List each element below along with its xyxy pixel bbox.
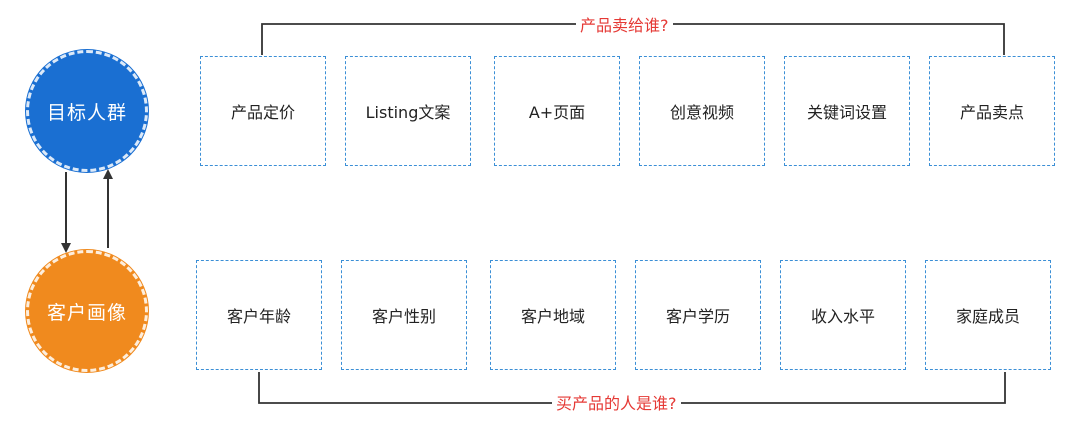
bottom-box-label: 客户学历 [665,307,730,326]
top-box: 产品定价 [200,56,326,166]
top-box-label: A+页面 [528,103,586,122]
top-box: 关键词设置 [784,56,910,166]
top-box: 产品卖点 [929,56,1055,166]
bottom-box: 家庭成员 [925,260,1051,370]
top-box-label: 关键词设置 [806,103,887,122]
top-box-label: 创意视频 [669,103,734,122]
top-box-label: 产品定价 [230,103,295,122]
top-box: A+页面 [494,56,620,166]
target-audience-circle: 目标人群 [26,50,148,172]
top-box: Listing文案 [345,56,471,166]
bottom-box: 客户性别 [341,260,467,370]
bottom-box-label: 客户地域 [520,307,585,326]
bottom-box: 收入水平 [780,260,906,370]
top-box: 创意视频 [639,56,765,166]
bottom-box-label: 收入水平 [810,307,875,326]
target-audience-label: 目标人群 [46,101,127,124]
bottom-box: 客户地域 [490,260,616,370]
top-box-label: 产品卖点 [959,103,1024,122]
bottom-box-label: 客户性别 [371,307,436,326]
bottom-question-label: 买产品的人是谁? [552,394,681,414]
top-box-label: Listing文案 [365,103,451,122]
bottom-box: 客户年龄 [196,260,322,370]
bottom-box: 客户学历 [635,260,761,370]
bottom-box-label: 家庭成员 [955,307,1020,326]
top-question-label: 产品卖给谁? [576,16,673,36]
customer-profile-circle: 客户画像 [26,250,148,372]
customer-profile-label: 客户画像 [46,301,127,324]
bottom-box-label: 客户年龄 [226,307,291,326]
